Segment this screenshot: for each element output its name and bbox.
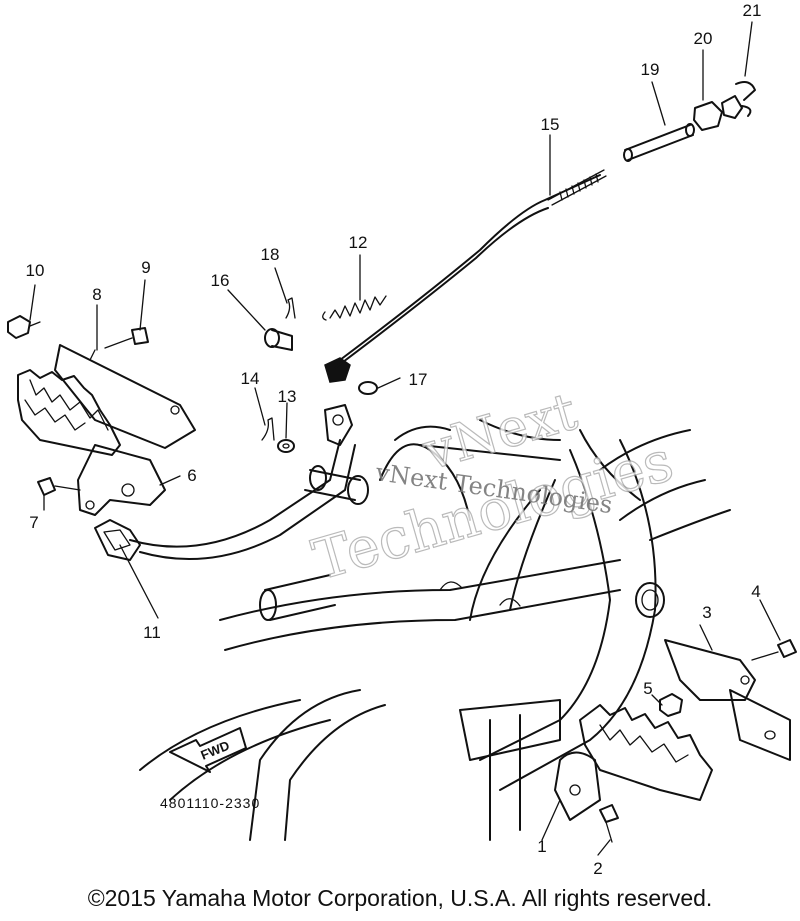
nut-10 bbox=[7, 315, 41, 339]
left-footrest-assembly bbox=[7, 315, 196, 516]
callout-21: 21 bbox=[743, 1, 762, 20]
callout-10: 10 bbox=[26, 261, 45, 280]
rod-end-17 bbox=[324, 357, 378, 395]
watermark: vNext Technologies vNext Technologies bbox=[305, 381, 680, 594]
callout-3: 3 bbox=[702, 603, 711, 622]
bolt-9 bbox=[104, 327, 149, 349]
leader-lines bbox=[29, 21, 781, 856]
diagram-code: 4801110-2330 bbox=[160, 795, 260, 811]
callout-20: 20 bbox=[694, 29, 713, 48]
callout-16: 16 bbox=[211, 271, 230, 290]
spring-12 bbox=[322, 295, 387, 321]
parts-diagram: 1 2 3 4 5 6 7 8 9 10 11 12 13 14 15 16 1… bbox=[7, 1, 797, 878]
callout-17: 17 bbox=[409, 370, 428, 389]
callout-5: 5 bbox=[643, 679, 652, 698]
callout-6: 6 bbox=[187, 466, 196, 485]
brake-rod-15 bbox=[334, 170, 606, 369]
callout-1: 1 bbox=[537, 837, 546, 856]
right-footrest-assembly bbox=[554, 639, 797, 843]
brake-pedal bbox=[94, 404, 369, 561]
callout-14: 14 bbox=[241, 369, 260, 388]
clip-18 bbox=[285, 297, 296, 319]
frame bbox=[139, 419, 791, 841]
washer-13 bbox=[277, 439, 295, 453]
callout-7: 7 bbox=[29, 513, 38, 532]
callout-19: 19 bbox=[641, 60, 660, 79]
spring-19 bbox=[623, 123, 695, 162]
fwd-arrow: FWD bbox=[169, 727, 247, 773]
callout-numbers: 1 2 3 4 5 6 7 8 9 10 11 12 13 14 15 16 1… bbox=[26, 1, 762, 878]
pin-16 bbox=[264, 328, 293, 351]
callout-11: 11 bbox=[143, 623, 161, 642]
cotter-pin-14 bbox=[261, 417, 275, 441]
bolt-2 bbox=[599, 804, 619, 843]
copyright-notice: ©2015 Yamaha Motor Corporation, U.S.A. A… bbox=[87, 885, 713, 911]
callout-15: 15 bbox=[541, 115, 560, 134]
wing-nut-21 bbox=[721, 81, 756, 119]
bolt-7 bbox=[37, 477, 81, 496]
callout-18: 18 bbox=[261, 245, 280, 264]
callout-2: 2 bbox=[593, 859, 602, 878]
callout-8: 8 bbox=[92, 285, 101, 304]
bolt-4 bbox=[751, 639, 797, 661]
callout-9: 9 bbox=[141, 258, 150, 277]
callout-12: 12 bbox=[349, 233, 368, 252]
callout-13: 13 bbox=[278, 387, 297, 406]
nut-20 bbox=[693, 101, 723, 131]
callout-4: 4 bbox=[751, 582, 760, 601]
nut-5 bbox=[659, 693, 683, 717]
